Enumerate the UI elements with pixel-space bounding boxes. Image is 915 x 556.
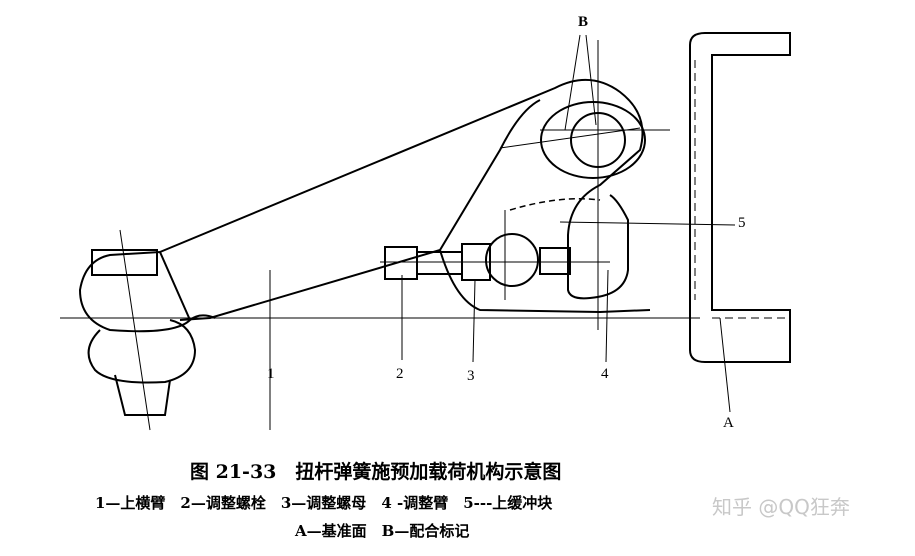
label-5: 5 [738,215,746,231]
label-4: 4 [601,366,609,382]
upper-control-arm [159,78,651,321]
label-2: 2 [396,366,404,382]
figure-legend-parts: 1—上横臂 2—调整螺栓 3—调整螺母 4 -调整臂 5---上缓冲块 [95,494,553,512]
bumper-dashed [509,198,601,211]
label-B: B [578,14,589,30]
figure-legend-marks: A—基准面 B—配合标记 [295,522,470,540]
watermark: 知乎 @QQ狂奔 [712,495,850,519]
adjusting-bolt-and-nut [384,233,571,287]
label-1: 1 [267,366,275,382]
frame-bracket [689,32,791,363]
label-A: A [723,415,734,431]
label-3: 3 [467,368,475,384]
leader-lines [401,34,736,413]
ball-joint [78,249,197,416]
figure-title: 图 21-33 扭杆弹簧施预加载荷机构示意图 [190,461,562,483]
center-lines [60,40,700,431]
bushing-eye [499,101,646,179]
